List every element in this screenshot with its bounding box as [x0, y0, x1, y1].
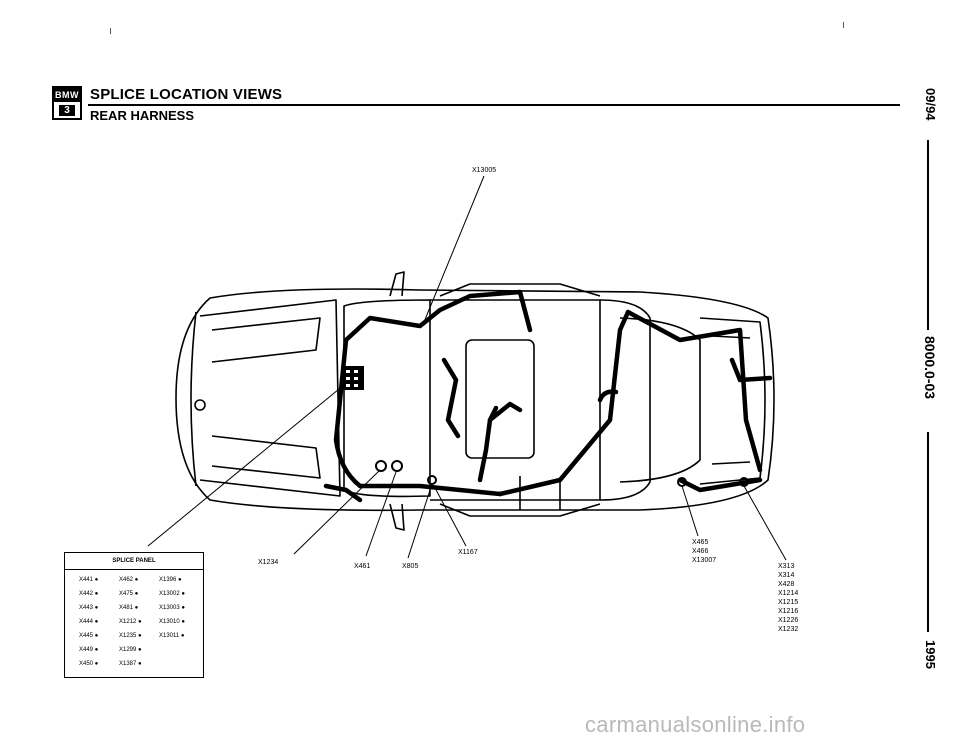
callout-x805: X805: [402, 563, 419, 570]
table-row: X445 ● X1235 ● X13011 ●: [79, 633, 199, 639]
splice-panel-title: SPLICE PANEL: [65, 553, 203, 570]
table-row: X449 ● X1299 ●: [79, 647, 159, 653]
scan-mark: [843, 22, 844, 28]
table-cell: X449 ●: [79, 647, 99, 653]
callout-label: X313: [778, 563, 795, 570]
table-cell: X450 ●: [79, 661, 99, 667]
table-cell: X443 ●: [79, 605, 99, 611]
table-cell: X1299 ●: [119, 647, 142, 653]
side-rule: [927, 432, 929, 632]
table-row: X443 ● X481 ● X13003 ●: [79, 605, 199, 611]
table-cell: X481 ●: [119, 605, 139, 611]
table-cell: X441 ●: [79, 577, 99, 583]
table-cell: X1396 ●: [159, 577, 182, 583]
watermark: carmanualsonline.info: [585, 712, 806, 737]
table-cell: X475 ●: [119, 591, 139, 597]
logo-model: 3: [59, 105, 75, 116]
callout-label: X1214: [778, 590, 799, 597]
callout-label: X1226: [778, 617, 799, 624]
callout-label: X465: [692, 539, 709, 546]
table-cell: X13003 ●: [159, 605, 185, 611]
table-cell: X462 ●: [119, 577, 139, 583]
table-cell: X444 ●: [79, 619, 99, 625]
callout-x1167: X1167: [458, 549, 478, 556]
callout-group-a: X465 X466 X13007: [692, 538, 716, 565]
table-cell: X1387 ●: [119, 661, 142, 667]
page-subtitle: REAR HARNESS: [90, 108, 195, 123]
callout-label: X13007: [692, 557, 717, 564]
table-row: X442 ● X475 ● X13002 ●: [79, 591, 199, 597]
callout-group-b: X313 X314 X428 X1214 X1215 X1216 X1226 X…: [778, 562, 798, 634]
callout-label: X1216: [778, 608, 799, 615]
table-row: X444 ● X1212 ● X13010 ●: [79, 619, 199, 625]
callout-x1234: X1234: [258, 559, 279, 566]
scan-mark: [110, 28, 111, 34]
callout-label: X1215: [778, 599, 799, 606]
page-title: SPLICE LOCATION VIEWS: [90, 86, 283, 103]
table-cell: X13011 ●: [159, 633, 185, 639]
callout-x13005: X13005: [472, 167, 497, 174]
side-rule: [927, 140, 929, 330]
table-cell: X1235 ●: [119, 633, 142, 639]
bmw-3-series-logo: BMW 3: [52, 86, 82, 120]
table-row: X441 ● X462 ● X1396 ●: [79, 577, 199, 583]
table-cell: X445 ●: [79, 633, 99, 639]
logo-brand: BMW: [54, 88, 80, 102]
callout-label: X428: [778, 581, 795, 588]
splice-panel-table: SPLICE PANEL X441 ●X462 ●X1396 ● X442 ●X…: [64, 552, 204, 678]
callout-x461: X461: [354, 563, 371, 570]
callout-label: X1232: [778, 626, 799, 633]
table-cell: X13010 ●: [159, 619, 185, 625]
table-cell: X13002 ●: [159, 591, 185, 597]
table-cell: X1212 ●: [119, 619, 142, 625]
callout-label: X466: [692, 548, 709, 555]
table-cell: X442 ●: [79, 591, 99, 597]
title-rule: [88, 104, 900, 106]
table-row: X450 ● X1387 ●: [79, 661, 159, 667]
callout-label: X314: [778, 572, 795, 579]
